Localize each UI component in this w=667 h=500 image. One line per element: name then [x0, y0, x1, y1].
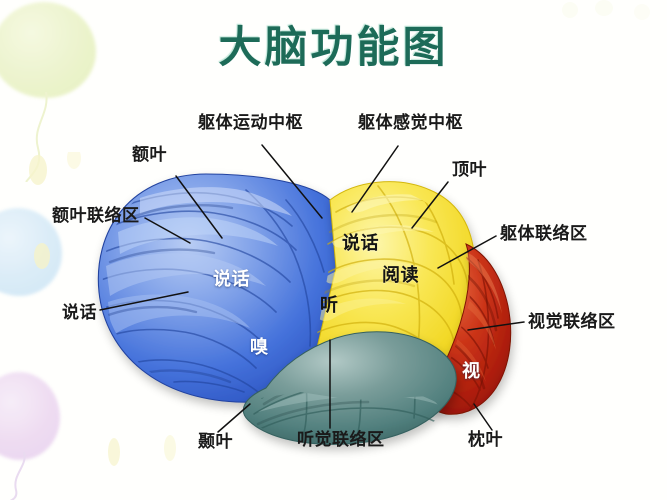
label-somatic-association: 躯体联络区: [500, 224, 588, 244]
label-temporal-lobe: 颞叶: [198, 432, 233, 452]
label-hearing: 听: [320, 295, 339, 316]
page-title: 大脑功能图: [218, 23, 449, 73]
label-somatic-sensory-center: 躯体感觉中枢: [358, 113, 463, 133]
label-speech-parietal: 说话: [342, 233, 379, 254]
leader-temporal-lobe: [217, 403, 251, 433]
label-speech-left: 说话: [62, 303, 97, 323]
leader-visual-association: [467, 321, 525, 331]
label-auditory-association: 听觉联络区: [297, 430, 385, 450]
label-occipital-lobe: 枕叶: [468, 430, 503, 450]
leader-parietal-lobe: [411, 181, 449, 229]
leader-somatic-sensory: [351, 145, 399, 213]
leader-speech-left: [99, 291, 189, 311]
leader-somatic-motor: [261, 144, 323, 219]
label-frontal-association: 额叶联络区: [52, 206, 140, 226]
label-frontal-lobe: 额叶: [132, 145, 167, 165]
leader-frontal-association: [144, 217, 191, 244]
label-reading: 阅读: [382, 265, 419, 286]
label-vision: 视: [462, 361, 481, 382]
label-somatic-motor-center: 躯体运动中枢: [198, 113, 303, 133]
leader-frontal-lobe: [175, 175, 223, 239]
label-speech-frontal: 说话: [213, 269, 250, 290]
leader-occipital-lobe: [473, 403, 493, 431]
label-parietal-lobe: 顶叶: [452, 160, 487, 180]
label-smell: 嗅: [250, 337, 269, 358]
leader-somatic-association: [437, 235, 497, 269]
label-visual-association: 视觉联络区: [528, 312, 616, 332]
